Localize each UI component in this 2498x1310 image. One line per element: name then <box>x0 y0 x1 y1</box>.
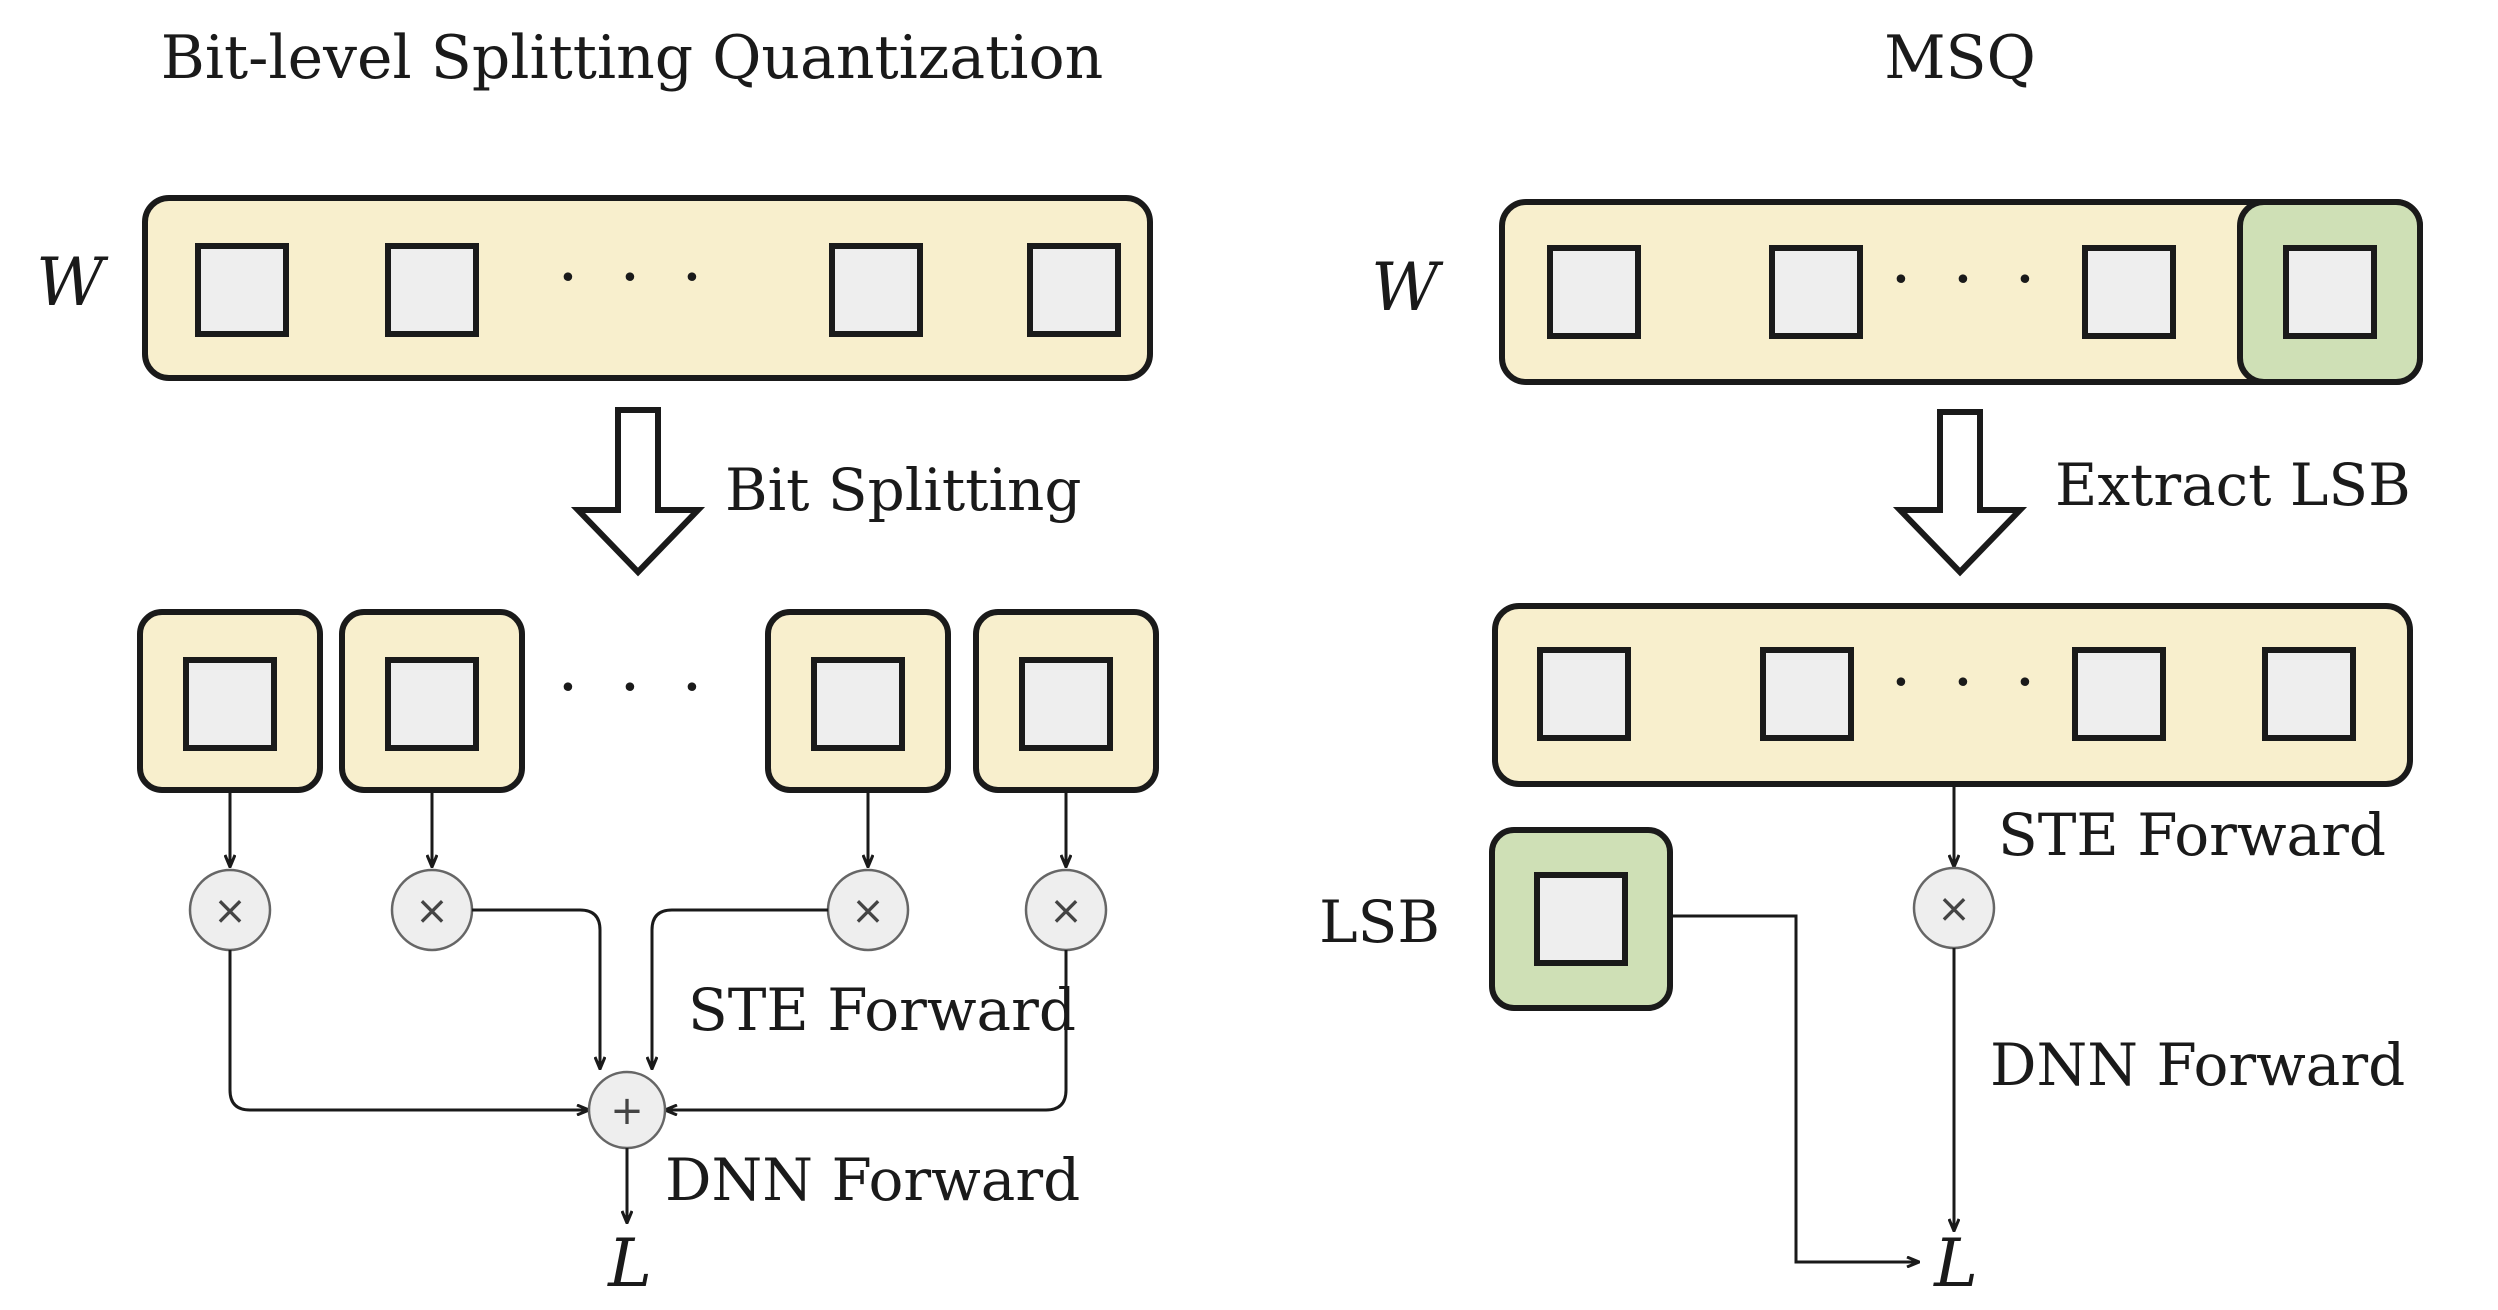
right-panel: MSQ W · · · Extract LSB · · · LSB STE Fo… <box>1319 23 2423 1302</box>
left-loss-label: L <box>607 1225 652 1302</box>
right-extracted-bit-1 <box>1537 647 1631 741</box>
left-path-mult-2-to-sum <box>472 908 600 1068</box>
left-split-bit-cell-2 <box>385 657 479 751</box>
left-panel: Bit-level Splitting Quantization W · · ·… <box>36 23 1159 1302</box>
left-multiply-symbol-3: × <box>851 888 885 934</box>
left-path-mult-3-to-sum <box>652 908 828 1068</box>
right-path-lsb-to-loss <box>1670 914 1918 1262</box>
right-extracted-bit-4 <box>2262 647 2356 741</box>
right-weight-bit-3 <box>2082 245 2176 339</box>
left-weight-bit-3 <box>829 243 923 337</box>
left-path-mult-1-to-sum <box>228 950 588 1110</box>
left-split-ellipsis: · · · <box>558 649 713 726</box>
right-weight-bit-1 <box>1547 245 1641 339</box>
right-step-label: Extract LSB <box>2055 451 2411 519</box>
right-extracted-bit-2 <box>1760 647 1854 741</box>
left-multipliers: × × × × <box>188 868 1108 952</box>
right-loss-label: L <box>1933 1225 1978 1302</box>
left-split-bit-cell-4 <box>1019 657 1113 751</box>
right-dnn-label: DNN Forward <box>1990 1031 2405 1099</box>
left-weight-bit-1 <box>195 243 289 337</box>
right-lsb-label: LSB <box>1319 888 1440 956</box>
left-path-mult-4-to-sum <box>666 950 1068 1110</box>
left-weight-bit-4 <box>1027 243 1121 337</box>
left-multiply-symbol-4: × <box>1049 888 1083 934</box>
left-split-bit-cell-3 <box>811 657 905 751</box>
left-split-bit-cell-1 <box>183 657 277 751</box>
left-multiply-symbol-2: × <box>415 888 449 934</box>
left-sum-symbol: + <box>610 1088 644 1134</box>
right-lsb-cell <box>1534 872 1628 966</box>
right-weight-lsb-cell <box>2283 245 2377 339</box>
left-step-label: Bit Splitting <box>725 456 1082 524</box>
right-title: MSQ <box>1884 23 2036 93</box>
left-down-arrow-icon <box>570 407 706 577</box>
right-extracted-vector: · · · <box>1492 603 2413 787</box>
left-split-bits: · · · <box>137 609 1159 793</box>
right-extracted-ellipsis: · · · <box>1891 644 2046 721</box>
right-extracted-bit-3 <box>2072 647 2166 741</box>
right-weight-vector: · · · <box>1499 199 2423 385</box>
left-weight-vector: · · · <box>142 195 1153 381</box>
right-multiply-symbol: × <box>1937 886 1971 932</box>
left-ste-label: STE Forward <box>688 976 1076 1044</box>
left-weight-ellipsis: · · · <box>558 239 713 316</box>
right-down-arrow-icon <box>1892 409 2028 577</box>
left-weight-label: W <box>36 244 109 321</box>
right-ste-label: STE Forward <box>1998 801 2386 869</box>
left-weight-bit-2 <box>385 243 479 337</box>
left-dnn-label: DNN Forward <box>665 1146 1080 1214</box>
right-weight-ellipsis: · · · <box>1891 241 2046 318</box>
left-title: Bit-level Splitting Quantization <box>161 23 1103 93</box>
right-weight-label: W <box>1371 249 1444 326</box>
left-multiply-symbol-1: × <box>213 888 247 934</box>
right-weight-bit-2 <box>1769 245 1863 339</box>
